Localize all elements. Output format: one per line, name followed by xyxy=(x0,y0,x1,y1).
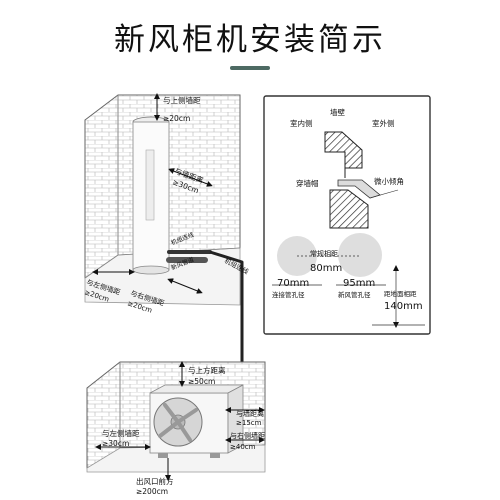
wall-label: 墙壁 xyxy=(330,107,345,117)
indoor-dimension-arrows xyxy=(92,93,213,294)
wall-cap-label: 穿墙帽 xyxy=(296,178,319,188)
hole2-label: 新风管孔径 xyxy=(338,290,371,299)
pipe-hole-diagram xyxy=(272,233,425,328)
indoor-top-gap-label: 与上侧墙距 xyxy=(163,95,201,105)
title-underline xyxy=(230,66,270,70)
outdoor-left-gap-label: 与左侧墙距 xyxy=(102,428,140,438)
hole1-label: 连接管孔径 xyxy=(272,290,305,299)
outdoor-left-gap-value: ≥30cm xyxy=(102,439,129,448)
outdoor-outlet-value: ≥200cm xyxy=(136,487,168,496)
hole1-size: 70mm xyxy=(277,278,309,289)
indoor-side-label: 室内侧 xyxy=(290,118,313,128)
floor-distance-value: 140mm xyxy=(384,301,423,312)
outdoor-top-gap-value: ≥50cm xyxy=(188,377,215,386)
outdoor-unit xyxy=(149,384,244,458)
outdoor-side-label: 室外侧 xyxy=(372,118,395,128)
hole2-size: 95mm xyxy=(343,278,375,289)
outdoor-right-gap-label: 与右侧墙距 xyxy=(230,431,265,440)
outdoor-back-gap-label: 与墙距离 xyxy=(236,409,264,418)
outdoor-outlet-label: 出风口前方 xyxy=(136,476,174,486)
page-title: 新风柜机安装简示 xyxy=(114,22,386,58)
indoor-top-gap-value: ≥20cm xyxy=(163,114,190,123)
outdoor-right-gap-value: ≥40cm xyxy=(230,443,256,451)
indoor-cabinet-unit xyxy=(132,116,212,275)
outdoor-dimension-arrows xyxy=(95,361,265,481)
outdoor-top-gap-label: 与上方距离 xyxy=(188,365,226,375)
floor-distance-label: 距地面相距 xyxy=(384,289,417,298)
regular-spacing-label: 常规相距 xyxy=(310,249,338,258)
outdoor-back-gap-value: ≥15cm xyxy=(236,419,262,427)
wall-cross-section-detail xyxy=(263,95,431,335)
slight-tilt-label: 微小倾角 xyxy=(374,176,404,186)
regular-spacing-value: 80mm xyxy=(310,263,342,274)
